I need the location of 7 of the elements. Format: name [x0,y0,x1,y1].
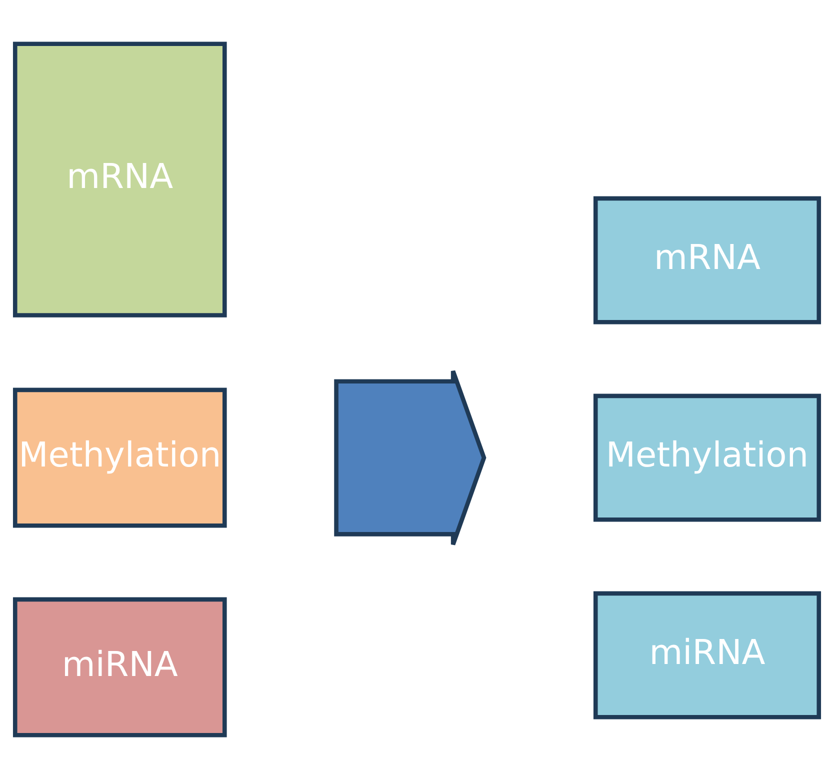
node-box: mRNA [593,196,822,324]
node-box: mRNA [12,42,227,318]
node-box: Methylation [12,388,227,528]
node-box: Methylation [593,394,822,522]
node-arrow [334,368,486,547]
node-box: miRNA [593,591,822,720]
node-box: miRNA [12,597,227,738]
